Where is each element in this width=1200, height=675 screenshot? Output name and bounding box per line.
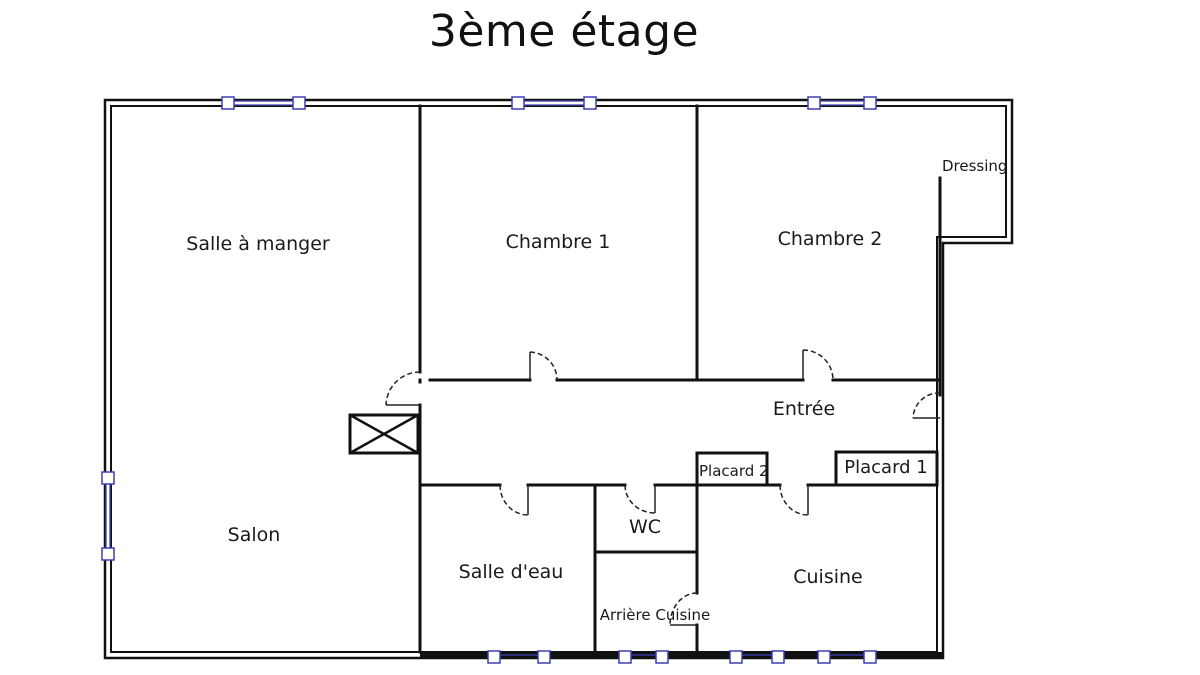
window-bottom-4 <box>817 650 877 664</box>
label-placard-2: Placard 2 <box>699 462 769 480</box>
window-top-2 <box>511 96 597 110</box>
door-entree-main[interactable] <box>912 392 941 419</box>
door-cuisine[interactable] <box>779 484 809 516</box>
exterior-wall-bottom-thick <box>420 652 943 658</box>
window-bottom-1 <box>487 650 551 664</box>
label-arriere-cuisine: Arrière Cuisine <box>600 606 710 624</box>
window-bottom-2 <box>618 650 669 664</box>
window-bottom-3 <box>729 650 785 664</box>
label-chambre-2: Chambre 2 <box>778 228 883 250</box>
label-wc: WC <box>629 516 661 538</box>
door-wc[interactable] <box>624 484 656 514</box>
door-salle-entree[interactable] <box>385 371 421 406</box>
label-salle-d-eau: Salle d'eau <box>459 561 564 583</box>
label-salon: Salon <box>228 524 281 546</box>
label-cuisine: Cuisine <box>793 566 863 588</box>
door-chambre1[interactable] <box>529 351 558 381</box>
doors <box>385 349 941 626</box>
window-top-3 <box>807 96 877 110</box>
window-top-1 <box>221 96 306 110</box>
exterior-wall-outer <box>103 98 1014 660</box>
windows <box>101 96 877 664</box>
door-salle-d-eau[interactable] <box>499 484 529 516</box>
room-labels: Salle à manger Chambre 1 Chambre 2 Dress… <box>186 157 1007 624</box>
door-arriere-cuisine[interactable] <box>669 592 698 626</box>
plan-title: 3ème étage <box>428 6 700 57</box>
label-salle-a-manger: Salle à manger <box>186 233 330 255</box>
label-chambre-1: Chambre 1 <box>506 231 611 253</box>
window-left <box>101 471 115 561</box>
placard-2-outline <box>695 451 769 487</box>
exterior-walls <box>103 98 1014 660</box>
placard-1-outline <box>834 450 939 487</box>
door-chambre2[interactable] <box>802 349 834 381</box>
interior-walls <box>348 104 942 654</box>
exterior-wall-inner <box>110 105 1007 653</box>
label-placard-1: Placard 1 <box>844 457 928 478</box>
label-entree: Entrée <box>773 398 835 420</box>
ventilation-shaft <box>348 413 420 455</box>
label-dressing: Dressing <box>942 157 1007 175</box>
